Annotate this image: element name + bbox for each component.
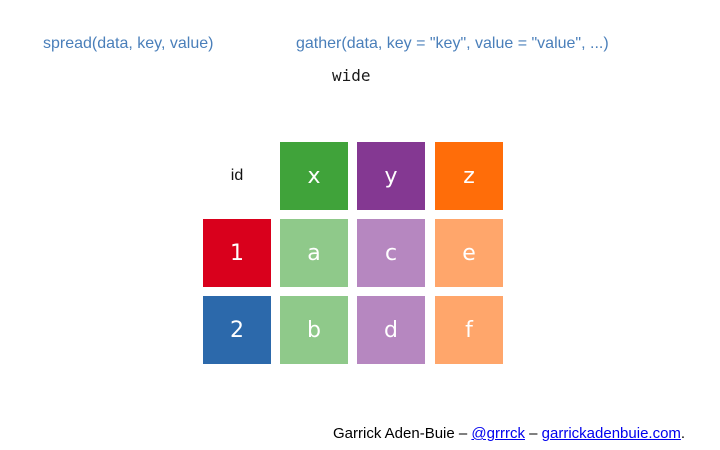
table-caption: wide <box>332 66 371 85</box>
footer-separator: – <box>454 425 472 442</box>
spread-function-label: spread(data, key, value) <box>43 35 214 52</box>
footer-separator: – <box>524 425 542 442</box>
footer-period: . <box>680 425 686 442</box>
cell-2-x: b <box>280 296 348 364</box>
gather-function-label: gather(data, key = "key", value = "value… <box>296 35 609 52</box>
cell-2-z: f <box>435 296 503 364</box>
footer-author: Garrick Aden-Buie <box>333 425 455 442</box>
cell-2-y: d <box>357 296 425 364</box>
column-header-z: z <box>435 142 503 210</box>
cell-1-y: c <box>357 219 425 287</box>
cell-1-z: e <box>435 219 503 287</box>
column-header-y: y <box>357 142 425 210</box>
twitter-handle-link[interactable]: @grrrck <box>471 425 525 442</box>
id-column-header: id <box>230 167 244 184</box>
row-id-1: 1 <box>203 219 271 287</box>
website-link[interactable]: garrickadenbuie.com <box>541 425 681 442</box>
footer-credit: Garrick Aden-Buie – @grrrck – garrickade… <box>333 425 685 442</box>
column-header-x: x <box>280 142 348 210</box>
cell-1-x: a <box>280 219 348 287</box>
row-id-2: 2 <box>203 296 271 364</box>
